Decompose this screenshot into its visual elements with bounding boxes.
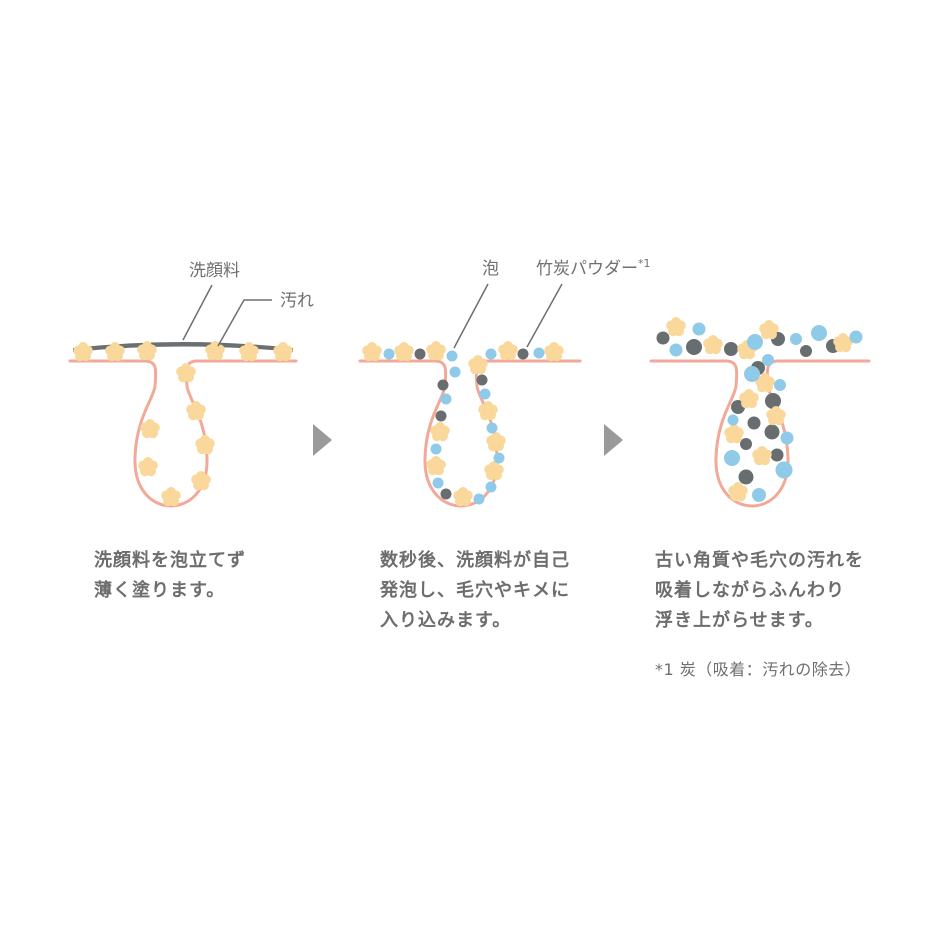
caption-step-3: 古い角質や毛穴の汚れを 吸着しながらふんわり 浮き上がらせます。: [655, 546, 864, 636]
foam-3: [669, 322, 863, 502]
caption-3-line-1: 古い角質や毛穴の汚れを: [655, 550, 864, 571]
face-wash-layer: [73, 342, 293, 352]
surface-charcoal-2: [414, 348, 529, 360]
leader-foam: [453, 283, 489, 349]
pore-outline-2: [358, 359, 582, 508]
caption-1-line-2: 薄く塗ります。: [94, 580, 226, 601]
caption-3-line-3: 浮き上がらせます。: [655, 610, 824, 631]
caption-2-line-3: 入り込みます。: [380, 610, 512, 631]
caption-3-line-2: 吸着しながらふんわり: [655, 580, 845, 601]
label-bamboo-charcoal: 竹炭パウダー*1: [536, 257, 651, 279]
caption-1-line-1: 洗顔料を泡立てず: [94, 550, 246, 571]
leader-charcoal: [526, 283, 563, 348]
panel-1: 洗顔料 汚れ: [68, 261, 314, 508]
leader-face-wash: [182, 284, 213, 341]
surface-foam-2: [383, 347, 545, 362]
caption-step-1: 洗顔料を泡立てず 薄く塗ります。: [94, 546, 246, 606]
label-dirt: 汚れ: [280, 291, 314, 311]
pore-outline-1: [68, 359, 298, 508]
pore-foam-2: [430, 366, 505, 505]
panel-2: 泡 竹炭パウダー*1: [358, 257, 651, 508]
leader-dirt: [217, 299, 272, 347]
step-arrow-1-icon: [313, 424, 332, 456]
label-face-wash: 洗顔料: [189, 261, 240, 281]
caption-step-2: 数秒後、洗顔料が自己 発泡し、毛穴やキメに 入り込みます。: [380, 546, 570, 636]
caption-2-line-2: 発泡し、毛穴やキメに: [380, 580, 570, 601]
pore-charcoal-2: [435, 374, 488, 500]
label-bamboo-charcoal-mark: *1: [638, 257, 651, 270]
panel-3: [649, 317, 871, 508]
caption-2-line-1: 数秒後、洗顔料が自己: [380, 550, 570, 571]
label-foam: 泡: [482, 259, 499, 279]
step-arrow-2-icon: [604, 424, 623, 456]
footnote: *1 炭（吸着：汚れの除去）: [655, 660, 862, 679]
label-bamboo-charcoal-text: 竹炭パウダー: [536, 259, 638, 279]
